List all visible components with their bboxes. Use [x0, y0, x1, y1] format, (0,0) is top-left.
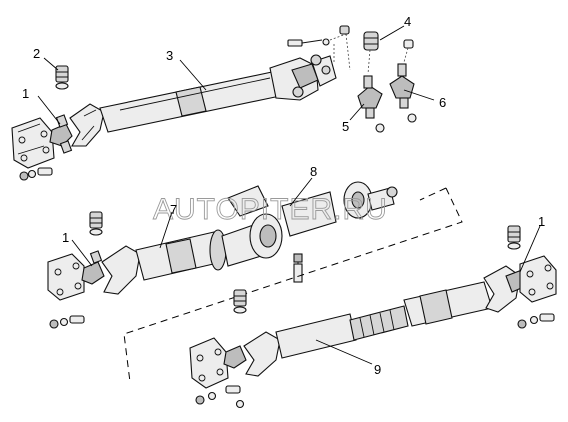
- propeller-shaft-top: [11, 54, 337, 169]
- callout-9: 9: [374, 362, 381, 377]
- callout-2: 2: [33, 46, 40, 61]
- callout-1-top: 1: [22, 86, 29, 101]
- fasteners-top: [19, 25, 417, 181]
- callout-5: 5: [342, 119, 349, 134]
- callout-7: 7: [170, 202, 177, 217]
- callout-1-middle: 1: [62, 230, 69, 245]
- propeller-shaft-bottom: [189, 225, 557, 409]
- propeller-shaft-middle: [47, 181, 398, 329]
- callout-3: 3: [166, 48, 173, 63]
- watermark-text: AUTOPITER.RU: [153, 193, 388, 226]
- callout-4: 4: [404, 14, 411, 29]
- dashed-frame: [123, 187, 463, 383]
- callout-6: 6: [439, 95, 446, 110]
- leader-lines: [37, 25, 541, 365]
- callout-1-right: 1: [538, 214, 545, 229]
- callout-labels: 1 2 3 4 5 6 7 8 1 1 9: [22, 14, 545, 377]
- callout-8: 8: [310, 164, 317, 179]
